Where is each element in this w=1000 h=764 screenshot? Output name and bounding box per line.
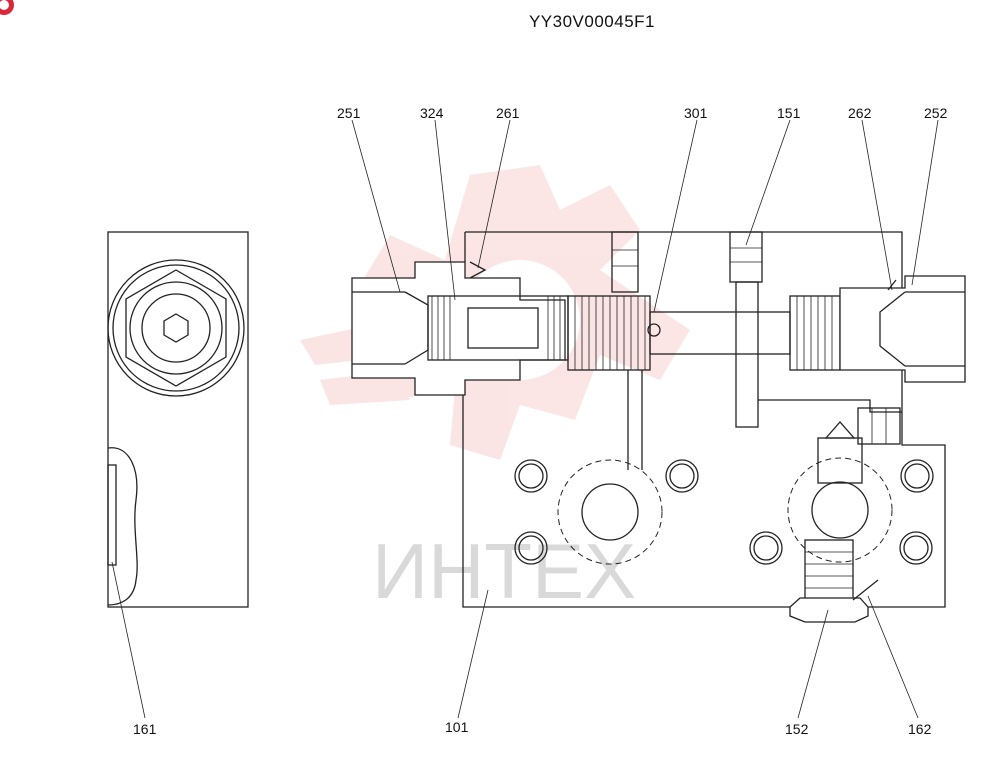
label-261: 261 — [496, 105, 520, 121]
label-151: 151 — [777, 105, 801, 121]
label-324: 324 — [420, 105, 444, 121]
label-262: 262 — [848, 105, 872, 121]
label-301: 301 — [684, 105, 708, 121]
side-view — [107, 231, 249, 608]
section-view — [111, 119, 966, 719]
drawing-code: YY30V00045F1 — [528, 12, 656, 31]
label-162: 162 — [908, 721, 932, 737]
label-252: 252 — [924, 105, 948, 121]
label-251: 251 — [337, 105, 361, 121]
label-152: 152 — [785, 721, 809, 737]
label-101: 101 — [445, 719, 469, 735]
logo-corner-icon — [0, 0, 14, 15]
label-161: 161 — [133, 721, 157, 737]
watermark-text: ИНТЕХ — [372, 527, 636, 615]
